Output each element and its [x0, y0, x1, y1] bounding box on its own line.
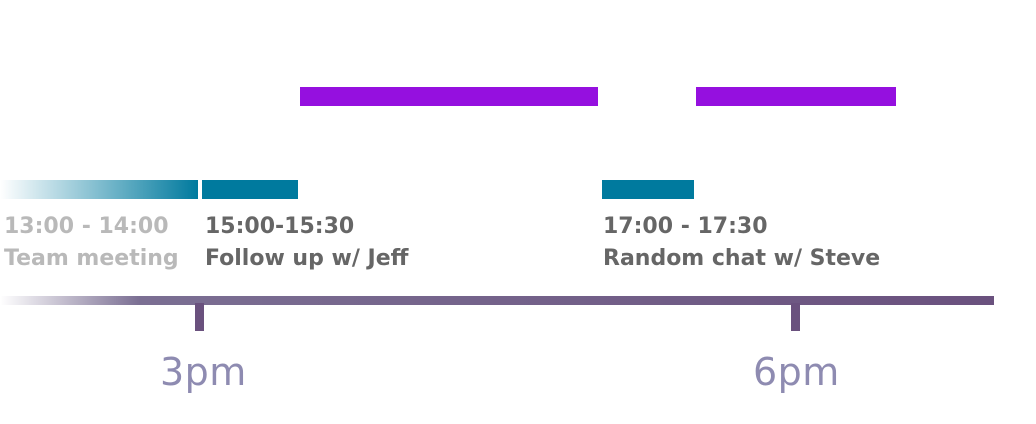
busy-block[interactable] [696, 87, 896, 106]
event-title: Follow up w/ Jeff [205, 246, 409, 271]
time-axis-tick-6pm [791, 303, 800, 331]
time-axis-line [0, 296, 994, 305]
time-axis-label-6pm: 6pm [753, 350, 840, 394]
event-bar-follow-up-jeff[interactable] [202, 180, 298, 199]
event-time: 17:00 - 17:30 [603, 214, 768, 239]
event-title: Team meeting [4, 246, 179, 271]
event-time: 15:00-15:30 [205, 214, 355, 239]
event-bar-team-meeting[interactable] [0, 180, 198, 199]
event-bar-random-chat-steve[interactable] [602, 180, 694, 199]
busy-block[interactable] [300, 87, 598, 106]
time-axis-label-3pm: 3pm [160, 350, 247, 394]
event-title: Random chat w/ Steve [603, 246, 881, 271]
event-time: 13:00 - 14:00 [4, 214, 169, 239]
time-axis-tick-3pm [195, 303, 204, 331]
